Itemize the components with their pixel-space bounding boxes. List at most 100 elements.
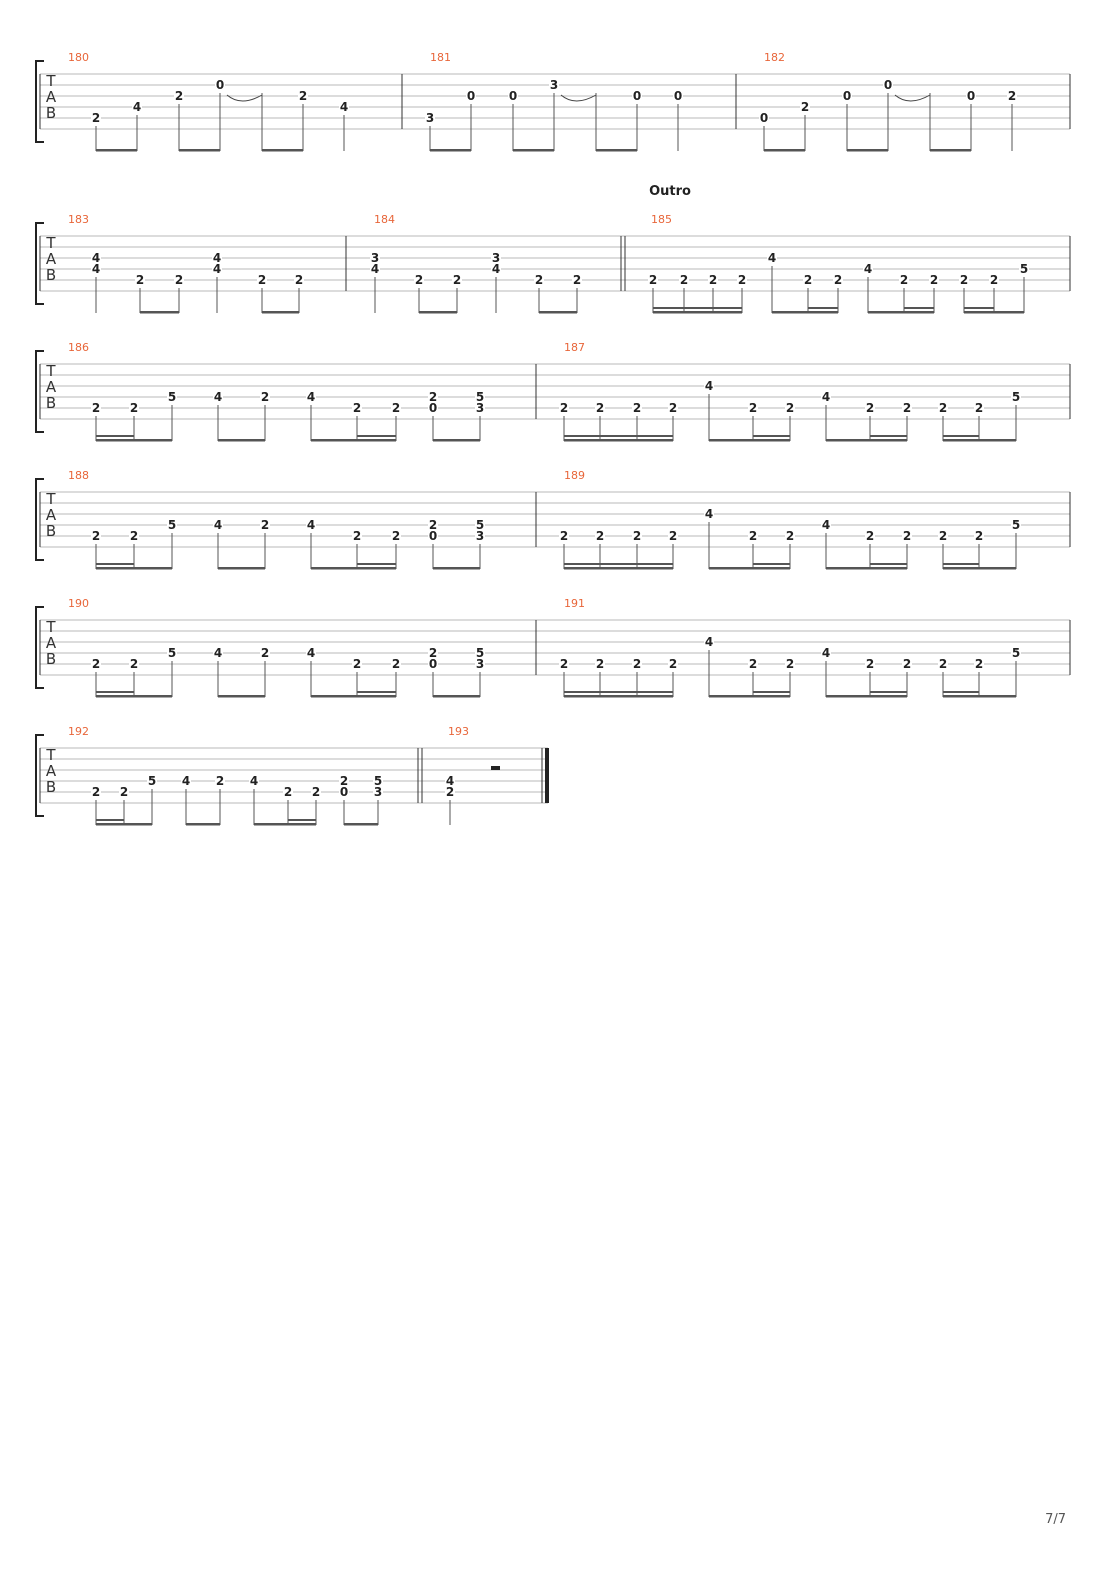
beam — [826, 567, 870, 570]
fret-background — [91, 530, 101, 542]
fret-number: 2 — [453, 273, 461, 287]
fret-background — [91, 112, 101, 124]
beam — [96, 149, 137, 152]
fret-number: 3 — [550, 78, 558, 92]
fret-background — [595, 402, 605, 414]
fret-background — [260, 647, 270, 659]
fret-background — [929, 274, 939, 286]
tab-clef-letter: B — [46, 522, 56, 540]
fret-background — [212, 263, 222, 275]
fret-background — [91, 252, 101, 264]
fret-number: 2 — [392, 657, 400, 671]
fret-background — [475, 658, 485, 670]
fret-number: 2 — [975, 401, 983, 415]
beam — [513, 149, 554, 152]
tab-clef-letter: A — [46, 250, 57, 268]
fret-number: 4 — [213, 262, 221, 276]
fret-background — [632, 402, 642, 414]
beam — [979, 695, 1016, 698]
beam — [357, 695, 396, 698]
beam — [357, 435, 396, 437]
beam — [596, 149, 637, 152]
beam — [134, 439, 172, 442]
fret-number: 2 — [130, 529, 138, 543]
fret-number: 2 — [975, 529, 983, 543]
fret-background — [989, 274, 999, 286]
beam — [684, 311, 713, 314]
fret-background — [595, 658, 605, 670]
fret-background — [865, 402, 875, 414]
fret-background — [821, 519, 831, 531]
fret-background — [249, 775, 259, 787]
fret-background — [632, 658, 642, 670]
fret-background — [902, 402, 912, 414]
fret-background — [129, 658, 139, 670]
fret-number: 0 — [467, 89, 475, 103]
fret-number: 4 — [133, 100, 141, 114]
fret-background — [352, 402, 362, 414]
fret-number: 2 — [415, 273, 423, 287]
tab-clef-letter: A — [46, 634, 57, 652]
beam — [709, 439, 753, 442]
fret-background — [213, 391, 223, 403]
fret-background — [865, 658, 875, 670]
beam — [564, 435, 600, 437]
beam — [311, 695, 357, 698]
beam — [764, 149, 805, 152]
beam — [943, 695, 979, 698]
beam — [753, 435, 790, 437]
fret-number: 2 — [446, 785, 454, 799]
fret-number: 2 — [392, 529, 400, 543]
fret-background — [167, 391, 177, 403]
fret-background — [902, 658, 912, 670]
fret-background — [668, 658, 678, 670]
system-bracket — [35, 60, 44, 143]
fret-background — [129, 530, 139, 542]
fret-number: 2 — [92, 529, 100, 543]
beam — [134, 695, 172, 698]
bar-number: 183 — [68, 213, 89, 226]
beam — [262, 311, 299, 314]
fret-number: 2 — [312, 785, 320, 799]
fret-background — [181, 775, 191, 787]
fret-background — [938, 658, 948, 670]
fret-background — [475, 402, 485, 414]
fret-number: 4 — [307, 390, 315, 404]
beam — [870, 691, 907, 693]
fret-background — [445, 775, 455, 787]
fret-number: 2 — [749, 657, 757, 671]
fret-background — [748, 402, 758, 414]
beam — [433, 567, 480, 570]
tab-clef-letter: T — [45, 746, 56, 764]
fret-background — [91, 263, 101, 275]
fret-background — [1011, 647, 1021, 659]
fret-number: 2 — [429, 390, 437, 404]
fret-background — [306, 647, 316, 659]
fret-background — [785, 402, 795, 414]
fret-number: 5 — [1020, 262, 1028, 276]
fret-background — [215, 79, 225, 91]
fret-number: 0 — [216, 78, 224, 92]
fret-number: 2 — [990, 273, 998, 287]
fret-number: 2 — [596, 401, 604, 415]
fret-number: 2 — [120, 785, 128, 799]
beam — [96, 439, 134, 442]
fret-background — [863, 263, 873, 275]
fret-number: 2 — [175, 89, 183, 103]
fret-number: 2 — [903, 529, 911, 543]
fret-background — [119, 786, 129, 798]
beam — [96, 695, 134, 698]
fret-background — [428, 519, 438, 531]
fret-number: 4 — [340, 100, 348, 114]
fret-number: 0 — [843, 89, 851, 103]
fret-background — [1007, 90, 1017, 102]
fret-number: 4 — [92, 262, 100, 276]
fret-number: 2 — [299, 89, 307, 103]
fret-number: 5 — [374, 774, 382, 788]
beam — [653, 307, 684, 309]
fret-background — [959, 274, 969, 286]
beam — [637, 435, 673, 437]
beam — [964, 311, 994, 314]
fret-background — [748, 530, 758, 542]
fret-number: 5 — [168, 646, 176, 660]
